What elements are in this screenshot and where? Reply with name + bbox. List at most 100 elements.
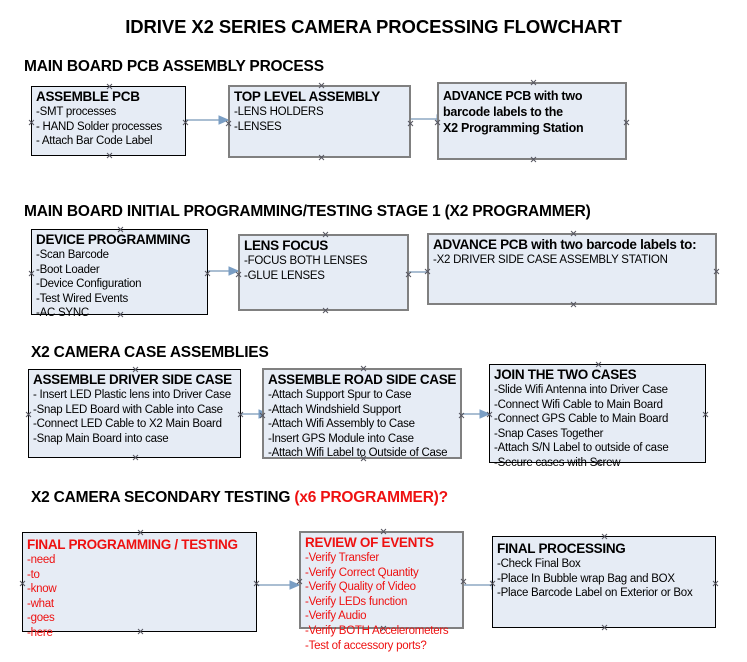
box-line: -FOCUS BOTH LENSES <box>244 255 368 267</box>
box-line: -Insert GPS Module into Case <box>268 432 414 445</box>
box-title: FINAL PROCESSING <box>497 541 626 556</box>
box-advance-pcb-to-driver-side-case-assembly[interactable]: ADVANCE PCB with two barcode labels to: … <box>427 233 717 305</box>
box-line: X2 Programming Station <box>443 121 584 135</box>
box-line: -Verify LEDs function <box>305 595 408 608</box>
handle-left[interactable] <box>259 412 266 419</box>
box-line: -Connect GPS Cable to Main Board <box>494 413 669 426</box>
handle-left[interactable] <box>296 578 303 585</box>
box-line: -SMT processes <box>36 106 117 118</box>
section-header-text: X2 CAMERA SECONDARY TESTING <box>31 489 295 506</box>
handle-right[interactable] <box>407 120 414 127</box>
box-device-programming[interactable]: DEVICE PROGRAMMING -Scan Barcode -Boot L… <box>28 229 211 319</box>
handle-bottom[interactable] <box>530 156 537 163</box>
box-title: ADVANCE PCB with two <box>443 89 583 103</box>
box-line: -Verify Correct Quantity <box>305 566 419 579</box>
handle-top[interactable] <box>530 79 537 86</box>
handle-left[interactable] <box>28 270 35 277</box>
handle-bottom[interactable] <box>322 307 329 314</box>
handle-left[interactable] <box>19 580 26 587</box>
handle-left[interactable] <box>424 268 431 275</box>
box-assemble-driver-side-case[interactable]: ASSEMBLE DRIVER SIDE CASE - Insert LED P… <box>28 369 241 458</box>
handle-right[interactable] <box>182 119 189 126</box>
box-line: -Scan Barcode <box>36 249 109 261</box>
box-top-level-assembly[interactable]: TOP LEVEL ASSEMBLY -LENS HOLDERS -LENSES <box>228 85 411 158</box>
handle-top[interactable] <box>137 529 144 536</box>
box-final-processing[interactable]: FINAL PROCESSING -Check Final Box -Place… <box>492 536 716 628</box>
box-line: -Verify Audio <box>305 610 367 623</box>
handle-bottom[interactable] <box>132 454 139 461</box>
section-header-text: MAIN BOARD PCB ASSEMBLY PROCESS <box>24 58 324 75</box>
box-line: - Insert LED Plastic lens into Driver Ca… <box>33 389 231 401</box>
handle-bottom[interactable] <box>570 301 577 308</box>
box-line: -Snap Main Board into case <box>33 432 169 445</box>
handle-right[interactable] <box>713 268 720 275</box>
box-line: -Attach Wifi Label to Outside of Case <box>268 447 448 460</box>
page-title: IDRIVE X2 SERIES CAMERA PROCESSING FLOWC… <box>125 16 622 37</box>
handle-top[interactable] <box>380 528 387 535</box>
box-line: -Attach S/N Label to outside of case <box>494 442 669 455</box>
handle-left[interactable] <box>25 411 32 418</box>
handle-top[interactable] <box>570 230 577 237</box>
box-line: - Attach Bar Code Label <box>36 135 153 148</box>
handle-left[interactable] <box>235 271 242 278</box>
box-title: TOP LEVEL ASSEMBLY <box>234 89 380 104</box>
handle-top[interactable] <box>601 533 608 540</box>
section-header-text: X2 CAMERA CASE ASSEMBLIES <box>31 344 269 361</box>
box-line: -LENSES <box>234 120 282 133</box>
handle-right[interactable] <box>702 411 709 418</box>
box-line: -Place Barcode Label on Exterior or Box <box>497 587 693 600</box>
handle-top[interactable] <box>360 365 367 372</box>
section-header-text: MAIN BOARD INITIAL PROGRAMMING/TESTING S… <box>24 203 591 220</box>
box-line: -know <box>27 583 57 596</box>
box-review-of-events[interactable]: REVIEW OF EVENTS -Verify Transfer -Verif… <box>296 528 467 652</box>
box-line: -Verify Transfer <box>305 552 379 564</box>
handle-bottom[interactable] <box>601 624 608 631</box>
handle-right[interactable] <box>204 270 211 277</box>
handle-right[interactable] <box>458 412 465 419</box>
handle-top[interactable] <box>322 231 329 238</box>
box-line: -GLUE LENSES <box>244 269 325 282</box>
box-advance-pcb-to-x2-programming-station[interactable]: ADVANCE PCB with two barcode labels to t… <box>437 82 627 160</box>
box-line: -Verify BOTH Accelerometers <box>305 624 449 637</box>
handle-right[interactable] <box>253 580 260 587</box>
section-header-main-board-pcb-assembly-process: MAIN BOARD PCB ASSEMBLY PROCESS <box>24 58 324 76</box>
box-line: -LENS HOLDERS <box>234 106 324 118</box>
box-line: -Attach Wifi Assembly to Case <box>268 418 415 431</box>
box-join-the-two-cases[interactable]: JOIN THE TWO CASES -Slide Wifi Antenna i… <box>486 364 709 469</box>
box-line: -Slide Wifi Antenna into Driver Case <box>494 384 668 396</box>
handle-left[interactable] <box>486 411 493 418</box>
box-line: -Connect Wifi Cable to Main Board <box>494 398 663 411</box>
handle-left[interactable] <box>489 580 496 587</box>
handle-right[interactable] <box>460 578 467 585</box>
box-title: ASSEMBLE DRIVER SIDE CASE <box>33 372 232 387</box>
handle-top[interactable] <box>318 82 325 89</box>
box-title: REVIEW OF EVENTS <box>305 535 434 550</box>
box-line: barcode labels to the <box>443 105 563 119</box>
box-line: -Verify Quality of Video <box>305 581 416 594</box>
box-assemble-pcb[interactable]: ASSEMBLE PCB -SMT processes - HAND Solde… <box>31 86 186 156</box>
box-title: FINAL PROGRAMMING / TESTING <box>27 537 238 552</box>
handle-right[interactable] <box>405 271 412 278</box>
box-title: ASSEMBLE ROAD SIDE CASE <box>268 372 457 387</box>
box-line: -Snap LED Board with Cable into Case <box>33 403 223 416</box>
handle-right[interactable] <box>712 580 719 587</box>
box-line: -AC SYNC <box>36 307 89 320</box>
box-assemble-road-side-case[interactable]: ASSEMBLE ROAD SIDE CASE -Attach Support … <box>262 368 462 459</box>
box-line: -to <box>27 568 40 581</box>
handle-left[interactable] <box>434 119 441 126</box>
box-final-programming-testing[interactable]: FINAL PROGRAMMING / TESTING -need -to -k… <box>19 529 260 639</box>
handle-left[interactable] <box>225 120 232 127</box>
box-lens-focus[interactable]: LENS FOCUS -FOCUS BOTH LENSES -GLUE LENS… <box>238 234 409 311</box>
box-line: -here <box>27 626 53 639</box>
box-title: LENS FOCUS <box>244 238 329 253</box>
handle-bottom[interactable] <box>106 152 113 159</box>
handle-bottom[interactable] <box>318 154 325 161</box>
box-line: -Place In Bubble wrap Bag and BOX <box>497 572 675 585</box>
box-line: -Device Configuration <box>36 278 142 291</box>
box-title: ASSEMBLE PCB <box>36 89 140 104</box>
handle-right[interactable] <box>237 411 244 418</box>
box-line: - HAND Solder processes <box>36 120 162 133</box>
handle-right[interactable] <box>623 119 630 126</box>
box-line: -need <box>27 554 56 566</box>
handle-left[interactable] <box>28 119 35 126</box>
